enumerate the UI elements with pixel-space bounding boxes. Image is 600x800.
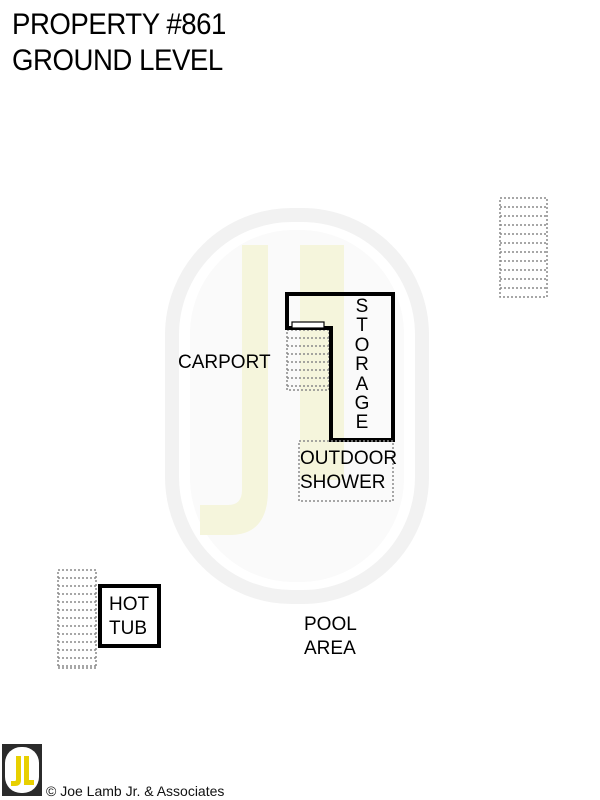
storage-letter: T xyxy=(356,315,368,337)
stairs-hot-tub xyxy=(57,569,97,669)
level-title: GROUND LEVEL xyxy=(12,44,223,77)
storage-label: S T O R A G E xyxy=(351,297,373,433)
outdoor-shower-area xyxy=(298,440,394,502)
hot-tub-label-line2: TUB xyxy=(109,618,147,639)
storage-letter: S xyxy=(355,296,369,317)
stairs-top-right xyxy=(499,197,548,298)
company-logo xyxy=(2,744,42,796)
outdoor-shower-label-line2: SHOWER xyxy=(300,472,386,493)
hot-tub-label-line1: HOT xyxy=(109,594,150,615)
outdoor-shower-label-line1: OUTDOOR xyxy=(300,448,398,469)
storage-room xyxy=(285,292,395,442)
storage-letter: A xyxy=(355,373,369,395)
watermark-logo xyxy=(165,208,429,604)
storage-letter: O xyxy=(354,334,370,356)
carport-label: CARPORT xyxy=(178,352,271,373)
pool-area-label-line1: POOL xyxy=(304,614,357,635)
copyright-text: © Joe Lamb Jr. & Associates xyxy=(46,783,225,799)
pool-area-label-line2: AREA xyxy=(304,638,356,659)
storage-letter: R xyxy=(355,354,369,376)
storage-letter: G xyxy=(354,393,370,415)
storage-letter: E xyxy=(355,412,369,434)
property-title: PROPERTY #861 xyxy=(12,8,226,41)
hot-tub xyxy=(98,584,161,648)
